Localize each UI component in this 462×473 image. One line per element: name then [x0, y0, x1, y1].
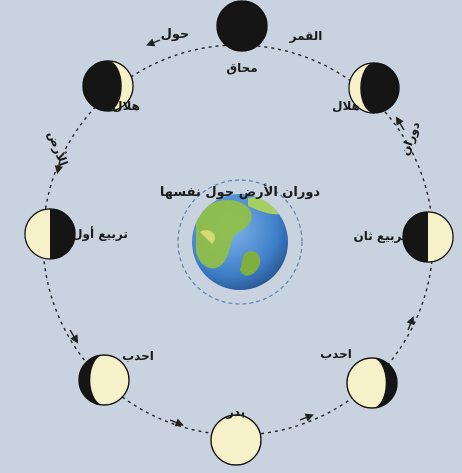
earth-rotation-caption: دوران الأرض حول نفسها	[160, 183, 321, 200]
moon-first-quarter-label: تربيع ثان	[353, 229, 406, 243]
moon-new-icon	[217, 1, 267, 51]
moon-waxing-gibbous-icon	[347, 358, 397, 408]
orbit-label-top-right: القمر	[289, 29, 323, 43]
moon-first-quarter-icon	[403, 212, 453, 262]
moon-waning-crescent-label: هلال	[112, 99, 140, 113]
moon-waxing-crescent-label: هلال	[332, 99, 360, 113]
earth-icon	[192, 194, 288, 290]
orbit-label-top-left: حول	[161, 27, 190, 42]
moon-waning-gibbous-label: احدب	[122, 349, 154, 363]
moon-last-quarter-label: تربيع أول	[72, 226, 128, 242]
moon-new-label: محاق	[226, 61, 257, 75]
moon-full-icon	[211, 415, 261, 465]
moon-full-label: بدر	[226, 405, 245, 419]
orbit-label-left: الأرض	[45, 129, 71, 168]
moon-last-quarter-icon	[25, 209, 75, 259]
moon-waxing-gibbous-label: احدب	[320, 347, 352, 361]
